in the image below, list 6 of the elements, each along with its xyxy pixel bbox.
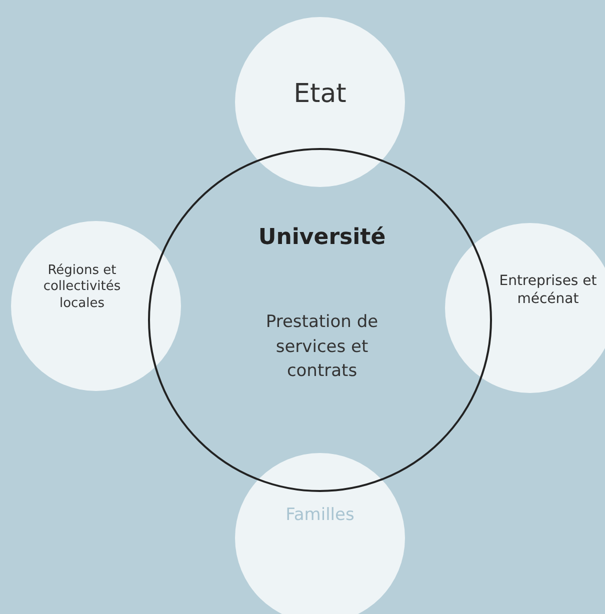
node-label: Régions et collectivités locales	[42, 263, 122, 312]
node-label: Entreprises et mécénat	[498, 273, 598, 308]
node-label: Familles	[284, 505, 356, 526]
node-label: Etat	[292, 79, 348, 110]
node-description: Prestation de services et contrats	[264, 311, 380, 384]
node-label: Université	[257, 225, 387, 252]
